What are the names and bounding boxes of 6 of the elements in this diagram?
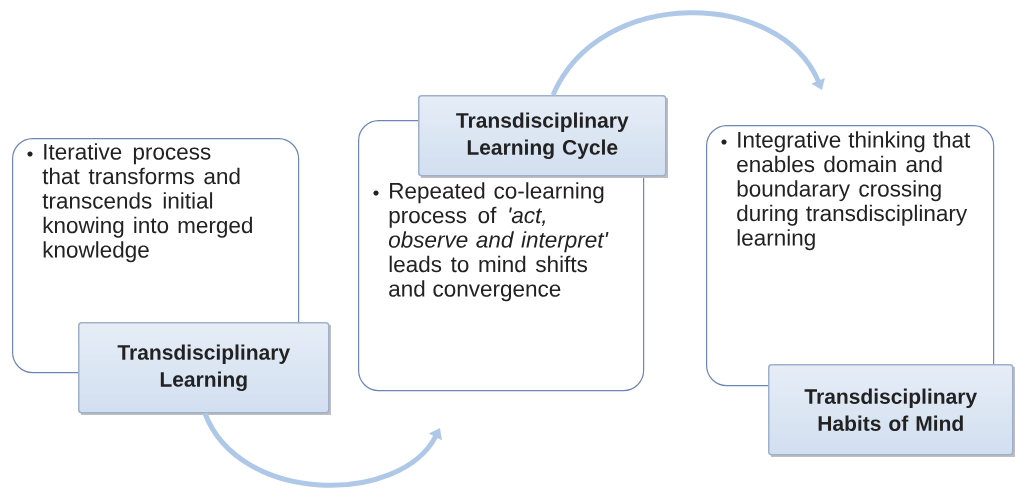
title-box: Transdisciplinary Learning Cycle (418, 95, 668, 178)
curved-arrow (202, 412, 442, 488)
title-box: Transdisciplinary Learning (78, 322, 331, 415)
curved-arrow (550, 10, 825, 97)
title-box: Transdisciplinary Habits of Mind (768, 364, 1015, 457)
text-box: Integrative thinking that enables domain and boundarary crossing during transdisciplinary learning (706, 125, 995, 387)
